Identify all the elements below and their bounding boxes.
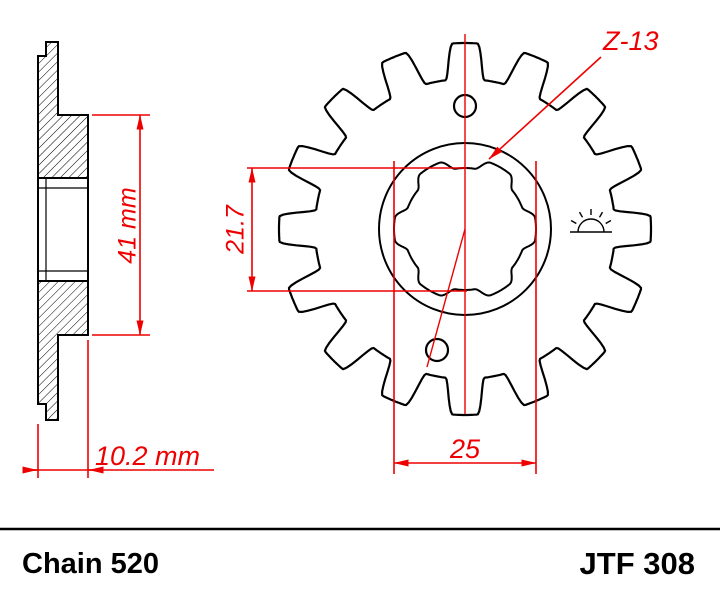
- z13-leader-line: [488, 56, 602, 160]
- chain-size-label: Chain 520: [22, 548, 159, 580]
- hub-height-dim-label: 41 mm: [113, 187, 142, 264]
- part-number-label: JTF 308: [579, 546, 695, 581]
- jt-sun-logo-icon: [570, 209, 612, 233]
- bolt-hole-leader-line: [426, 228, 466, 368]
- section-upper-hatched: [37, 41, 89, 179]
- side-view-cross-section: [37, 41, 89, 421]
- section-lower-hatched: [37, 280, 89, 421]
- bolt-hole-bottom: [424, 337, 450, 363]
- dimension-lines: [22, 34, 602, 478]
- teeth-count-label: Z-13: [603, 26, 659, 56]
- bore-diameter-dim-label: 25: [449, 434, 481, 464]
- spline-flats-dim-label: 21.7: [221, 205, 250, 254]
- hub-width-dim-label: 10.2 mm: [95, 441, 201, 471]
